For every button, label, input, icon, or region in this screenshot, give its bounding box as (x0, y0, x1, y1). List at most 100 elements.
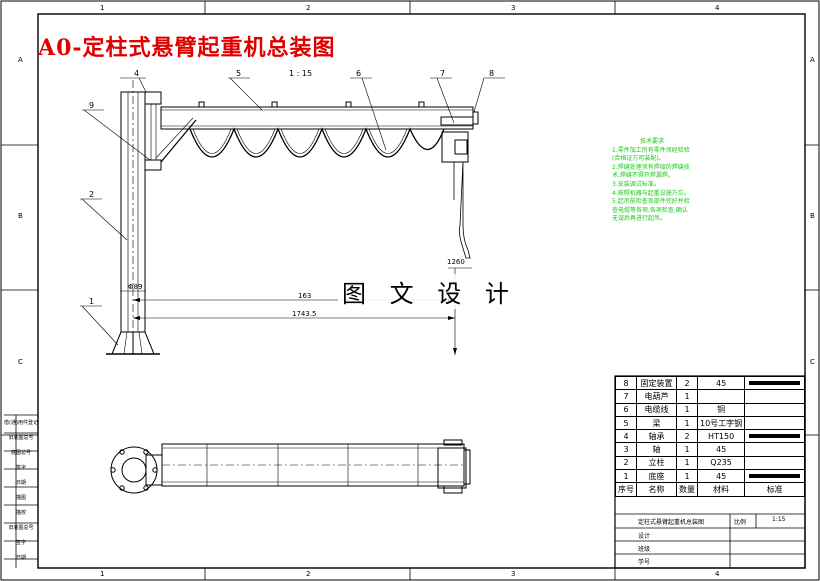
zone-bottom-3: 3 (511, 570, 516, 578)
left-block-label: 借(通)用件登记 (4, 420, 38, 426)
bom-cell-qty: 1 (676, 389, 698, 404)
bom-cell-std (744, 442, 806, 457)
bom-cell-no: 2 (615, 455, 637, 471)
standard-mark (749, 381, 801, 386)
technical-note-3: 3.安装调试标准。 (612, 180, 660, 188)
callout-4: 4 (134, 69, 140, 78)
technical-note-5: 5.起吊前检查各部件完好并检查电缆等各项,各项检查,确认无误后再进行起吊。 (612, 198, 690, 223)
bom-cell-qty: 1 (676, 469, 698, 484)
bom-cell-name: 电葫芦 (636, 389, 677, 404)
student-id-label: 学号 (638, 559, 651, 566)
bom-cell-std: 标准 (744, 482, 806, 497)
bom-cell-name: 电缆线 (636, 402, 677, 417)
zone-bottom-2: 2 (306, 570, 311, 578)
zone-right-c: C (810, 358, 815, 366)
technical-notes-heading: 技术要求 (639, 138, 664, 145)
bom-cell-qty: 数量 (676, 482, 698, 497)
technical-notes: 技术要求 1.零件加工所有零件须经检验(合格证方可装配)。 2.焊缝处理须有焊接… (612, 138, 692, 224)
watermark: 图 文 设 计 (338, 274, 521, 309)
zone-bottom-4: 4 (715, 570, 720, 578)
left-block-label: 日期 (15, 555, 26, 561)
bom-cell-qty: 1 (676, 415, 698, 431)
bom-cell-std (744, 389, 806, 404)
dim-column: Φ89 (128, 283, 143, 291)
left-block-label: 日期 (15, 480, 26, 486)
bom-cell-name: 底座 (636, 469, 677, 484)
callout-9: 9 (89, 101, 95, 110)
scale-label: 比例 (734, 519, 747, 526)
technical-note-2: 2.焊缝处理须有焊接的焊缝技术,焊缝不得开焊漏焊。 (612, 163, 690, 180)
dim-1743: 1743.5 (292, 310, 317, 318)
left-block-label: 旧底图总号 (8, 525, 34, 531)
bom-cell-mat: 45 (696, 375, 746, 391)
zone-top-4: 4 (715, 4, 720, 12)
bom-cell-qty: 1 (676, 442, 698, 457)
dim-1260: 1260 (447, 258, 465, 266)
bom-cell-qty: 1 (676, 402, 698, 417)
bom-cell-name: 轴承 (636, 429, 677, 444)
callout-8: 8 (489, 69, 495, 78)
scale-value: 1:15 (772, 516, 786, 523)
bom-cell-no: 5 (615, 415, 637, 431)
zone-bottom-1: 1 (100, 570, 105, 578)
left-block-label: 签字 (15, 540, 26, 546)
zone-side-a: A (18, 56, 23, 64)
class-label: 班级 (638, 546, 651, 553)
left-block-label: 旧底图总号 (8, 435, 34, 441)
bom-cell-std (744, 402, 806, 417)
left-block-label: 描图 (15, 495, 26, 501)
zone-top-2: 2 (306, 4, 311, 12)
bom-cell-mat: 铜 (696, 402, 746, 417)
left-block-label: 底图总号 (10, 450, 31, 456)
bom-cell-std (744, 429, 806, 444)
zone-top-1: 1 (100, 4, 105, 12)
bom-cell-mat: 材料 (696, 482, 746, 497)
bom-cell-no: 6 (615, 402, 637, 417)
zone-top-3: 3 (511, 4, 516, 12)
bom-cell-qty: 2 (676, 429, 698, 444)
bom-cell-no: 3 (615, 442, 637, 457)
bom-cell-no: 序号 (615, 482, 637, 497)
zone-side-b: B (18, 212, 23, 220)
callout-2: 2 (89, 190, 95, 199)
standard-mark (749, 474, 801, 479)
bom-cell-mat: 45 (696, 469, 746, 484)
bom-cell-no: 7 (615, 389, 637, 404)
bom-cell-name: 固定装置 (636, 375, 677, 391)
bom-cell-name: 立柱 (636, 455, 677, 471)
bom-cell-qty: 2 (676, 375, 698, 391)
technical-note-4: 4.按照机器与起重设施方位。 (612, 189, 690, 197)
bom-cell-std (744, 415, 806, 431)
left-block-label: 签字 (15, 465, 26, 471)
callout-5: 5 (236, 69, 242, 78)
bom-cell-mat: 45 (696, 442, 746, 457)
zone-side-c: C (18, 358, 23, 366)
bom-cell-mat (696, 389, 746, 404)
bom-cell-mat: HT150 (696, 429, 746, 444)
view-label: 1 : 15 (289, 69, 313, 78)
design-label: 设计 (638, 533, 651, 540)
bom-cell-qty: 1 (676, 455, 698, 471)
callout-7: 7 (440, 69, 446, 78)
bom-cell-no: 1 (615, 469, 637, 484)
zone-right-b: B (810, 212, 815, 220)
dim-163: 163 (298, 292, 312, 300)
bom-cell-name: 名称 (636, 482, 677, 497)
bom-cell-mat: 10号工字钢 (696, 415, 746, 431)
technical-note-1: 1.零件加工所有零件须经检验(合格证方可装配)。 (612, 146, 690, 163)
bom-cell-std (744, 469, 806, 484)
callout-6: 6 (356, 69, 362, 78)
bom-cell-std (744, 455, 806, 471)
standard-mark (749, 434, 801, 439)
bom-cell-std (744, 375, 806, 391)
